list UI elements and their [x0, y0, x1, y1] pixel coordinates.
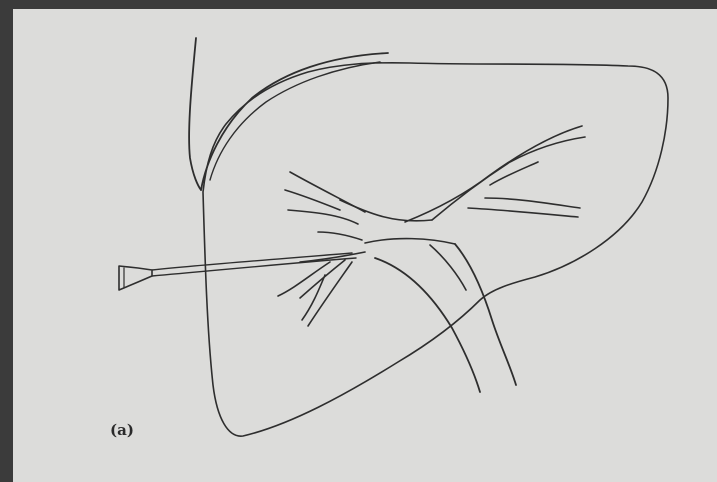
duct-left-upper-wall-b [285, 190, 340, 210]
duct-confluence-bottom [365, 239, 455, 244]
duct-left-lower-wall-d [302, 275, 325, 320]
common-duct-wall-left [375, 258, 480, 392]
duct-left-upper-wall-a [290, 172, 365, 212]
duct-right-lower-wall-a [490, 162, 538, 185]
duct-right-upper-wall-a [405, 126, 582, 222]
diaphragm-arc-inner [210, 62, 380, 180]
duct-right-lower-wall-b [485, 198, 580, 208]
duct-right-upper-wall-b [432, 137, 585, 220]
duct-left-upper-wall-d [318, 232, 362, 240]
duct-confluence-top [340, 200, 432, 221]
duct-right-lower-wall-c [468, 208, 578, 217]
figure-label: (a) [110, 421, 134, 439]
left-boundary-line [189, 38, 201, 190]
duct-left-upper-wall-c [288, 210, 358, 224]
